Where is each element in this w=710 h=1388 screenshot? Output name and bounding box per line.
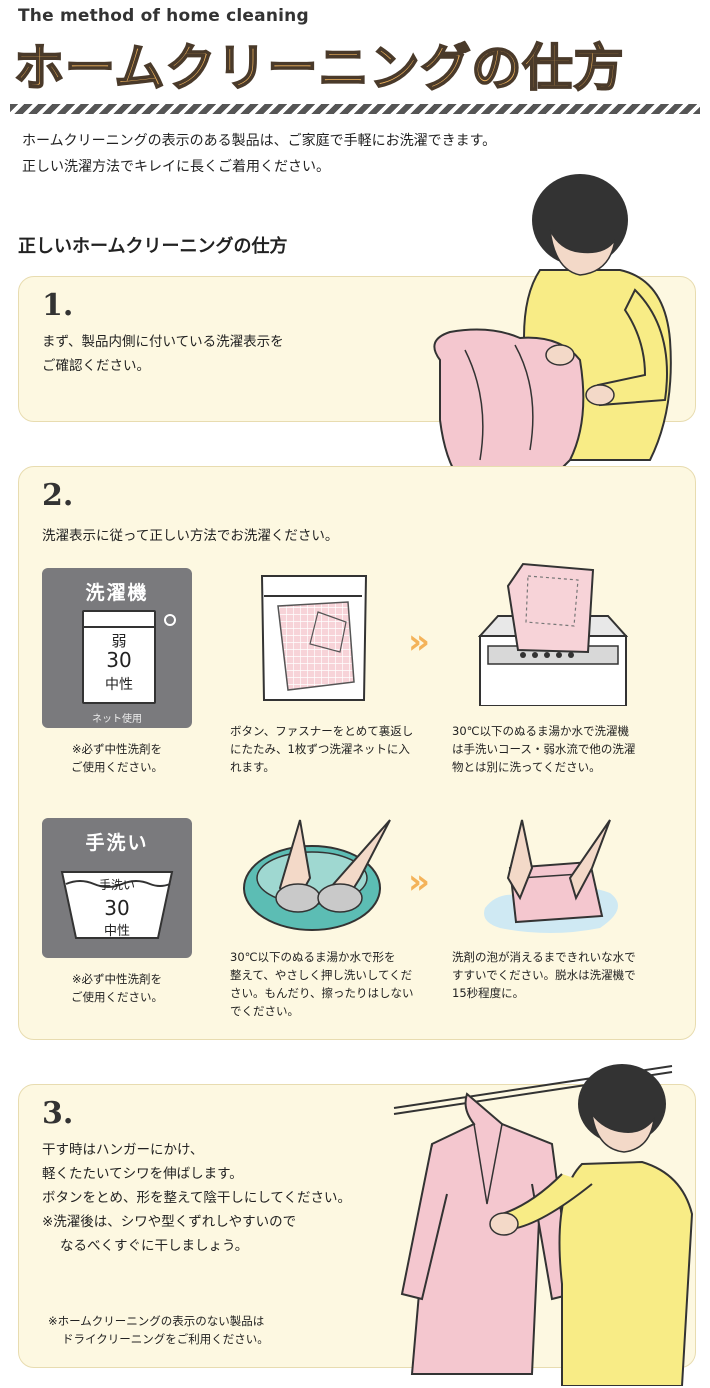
footnote-line: ドライクリーニングをご利用ください。 — [62, 1332, 269, 1346]
hand-wash-title: 手洗い — [85, 832, 149, 854]
note-line: ※必ず中性洗剤を — [71, 742, 163, 756]
wash-basin-icon — [60, 871, 174, 939]
caption-line: 洗剤の泡が消えるまできれいな水で — [452, 950, 636, 964]
basin-handwash-illustration — [243, 819, 391, 931]
machine-symbol-strength: 弱 — [111, 632, 127, 650]
hand-caption-a: 30℃以下のぬるま湯か水で形を 整えて、やさしく押し洗いしてくだ さい。もんだり… — [230, 948, 425, 1020]
caption-line: にたたみ、1枚ずつ洗濯ネットに入 — [230, 742, 410, 756]
step3-line: なるべくすぐに干しましょう。 — [60, 1238, 249, 1254]
machine-wash-title: 洗濯機 — [85, 582, 149, 604]
caption-line: は手洗いコース・弱水流で他の洗濯 — [452, 742, 636, 756]
title-divider — [10, 104, 700, 114]
step1-line: ご確認ください。 — [42, 358, 150, 374]
washing-machine-illustration — [478, 562, 628, 706]
arrow-next-icon: » — [408, 622, 430, 662]
step1-number: 1. — [42, 288, 74, 323]
rinse-illustration — [484, 819, 618, 933]
hand-detergent-note: ※必ず中性洗剤を ご使用ください。 — [42, 970, 192, 1006]
note-line: ご使用ください。 — [71, 990, 163, 1004]
machine-caption-a: ボタン、ファスナーをとめて裏返し にたたみ、1枚ずつ洗濯ネットに入 れます。 — [230, 722, 420, 776]
footnote-line: ※ホームクリーニングの表示のない製品は — [48, 1314, 265, 1328]
hand-symbol-neutral: 中性 — [103, 924, 130, 939]
intro-line: 正しい洗濯方法でキレイに長くご着用ください。 — [22, 159, 330, 175]
intro-text: ホームクリーニングの表示のある製品は、ご家庭で手軽にお洗濯できます。 正しい洗濯… — [22, 128, 496, 180]
step2-text: 洗濯表示に従って正しい方法でお洗濯ください。 — [42, 528, 339, 544]
page-title: ホームクリーニングの仕方 — [13, 38, 625, 98]
hand-symbol-label: 手洗い — [98, 878, 135, 892]
step1-line: まず、製品内側に付いている洗濯表示を — [42, 334, 284, 350]
step1-text: まず、製品内側に付いている洗濯表示を ご確認ください。 — [42, 330, 284, 378]
hand-symbol-temp: 30 — [104, 896, 130, 920]
section-heading: 正しいホームクリーニングの仕方 — [18, 236, 288, 257]
step3-line: 干す時はハンガーにかけ、 — [42, 1142, 204, 1158]
intro-line: ホームクリーニングの表示のある製品は、ご家庭で手軽にお洗濯できます。 — [22, 133, 497, 149]
step3-text: 干す時はハンガーにかけ、 軽くたたいてシワを伸ばします。 ボタンをとめ、形を整え… — [42, 1138, 351, 1258]
caption-line: 30℃以下のぬるま湯か水で洗濯機 — [452, 724, 630, 738]
machine-symbol-neutral: 中性 — [105, 677, 133, 693]
step3-line: ※洗濯後は、シワや型くずれしやすいので — [42, 1214, 297, 1230]
washing-machine-icon: 弱 30 中性 — [82, 610, 176, 704]
machine-detergent-note: ※必ず中性洗剤を ご使用ください。 — [42, 740, 192, 776]
note-line: ※必ず中性洗剤を — [71, 972, 163, 986]
caption-line: さい。もんだり、擦ったりはしない — [230, 986, 414, 1000]
caption-line: 15秒程度に。 — [452, 986, 525, 1000]
machine-symbol-temp: 30 — [106, 648, 132, 672]
step2-number: 2. — [42, 478, 74, 513]
note-line: ご使用ください。 — [71, 760, 163, 774]
step3-line: ボタンをとめ、形を整えて陰干しにしてください。 — [42, 1190, 352, 1206]
caption-line: でください。 — [230, 1004, 299, 1018]
subtitle-english: The method of home cleaning — [18, 6, 309, 26]
hand-wash-label: 手洗い 手洗い 30 中性 — [42, 818, 192, 958]
step3-number: 3. — [42, 1096, 74, 1131]
caption-line: れます。 — [230, 760, 275, 774]
laundry-net-illustration — [260, 575, 368, 701]
hanging-shirt-illustration — [393, 1064, 694, 1386]
step3-line: 軽くたたいてシワを伸ばします。 — [42, 1166, 243, 1182]
caption-line: 整えて、やさしく押し洗いしてくだ — [230, 968, 413, 982]
machine-wash-label: 洗濯機 弱 30 中性 ネット使用 — [42, 568, 192, 728]
hand-caption-b: 洗剤の泡が消えるまできれいな水で すすいでください。脱水は洗濯機で 15秒程度に… — [452, 948, 672, 1002]
net-use-label: ネット使用 — [92, 714, 142, 725]
caption-line: すすいでください。脱水は洗濯機で — [452, 968, 636, 982]
step3-footnote: ※ホームクリーニングの表示のない製品は ドライクリーニングをご利用ください。 — [48, 1312, 269, 1348]
arrow-next-icon: » — [408, 862, 430, 902]
caption-line: ボタン、ファスナーをとめて裏返し — [230, 724, 414, 738]
caption-line: 物とは別に洗ってください。 — [452, 760, 601, 774]
woman-holding-shirt-illustration — [433, 174, 672, 502]
caption-line: 30℃以下のぬるま湯か水で形を — [230, 950, 396, 964]
machine-caption-b: 30℃以下のぬるま湯か水で洗濯機 は手洗いコース・弱水流で他の洗濯 物とは別に洗… — [452, 722, 672, 776]
